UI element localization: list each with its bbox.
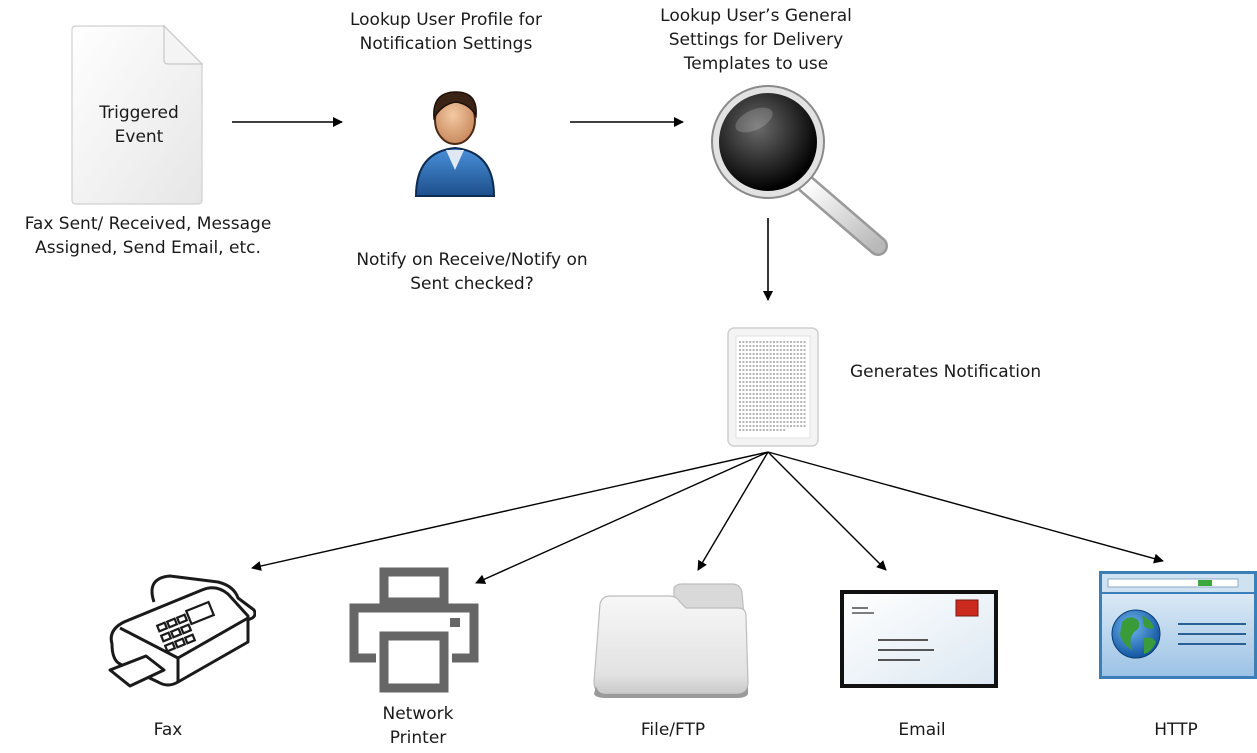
browser-window-icon xyxy=(1099,571,1257,679)
generates-notification-label: Generates Notification xyxy=(850,362,1042,382)
destination-label-fax: Fax xyxy=(153,720,183,740)
folder-icon xyxy=(593,583,749,698)
arrow-to-http xyxy=(767,451,1164,564)
arrow-to-printer xyxy=(475,451,769,584)
magnifier-icon xyxy=(711,85,888,256)
fax-machine-icon xyxy=(108,574,256,688)
envelope-icon xyxy=(840,590,998,688)
destination-label-http: HTTP xyxy=(1154,720,1198,740)
user-profile-icon xyxy=(414,91,496,197)
printer-icon xyxy=(349,567,479,693)
notification-document-icon xyxy=(727,327,819,447)
arrow-to-email xyxy=(767,451,887,571)
destination-label-file-ftp: File/FTP xyxy=(640,720,706,740)
arrow-to-folder xyxy=(697,451,769,571)
destination-label-email: Email xyxy=(898,720,946,740)
arrow-to-fax xyxy=(251,451,769,571)
document-icon xyxy=(71,24,204,205)
